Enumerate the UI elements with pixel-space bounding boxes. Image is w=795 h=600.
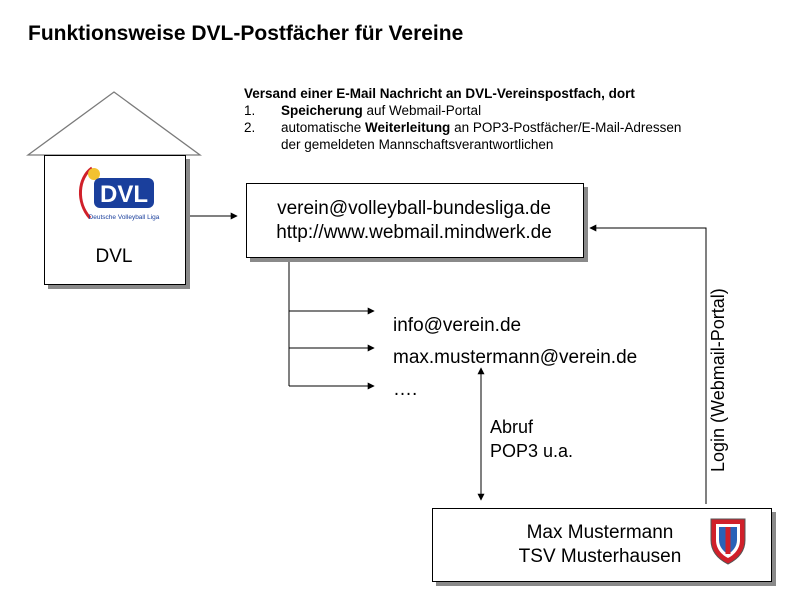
svg-text:Deutsche Volleyball Liga: Deutsche Volleyball Liga	[89, 214, 160, 221]
mailbox-item: info@verein.de	[393, 315, 522, 336]
abruf-line: Abruf	[490, 417, 534, 437]
abruf-line: POP3 u.a.	[490, 441, 574, 461]
house-roof	[26, 91, 202, 156]
item-number: 2.	[244, 120, 256, 135]
process-description: Versand einer E-Mail Nachricht an DVL-Ve…	[244, 85, 681, 153]
pop3-retrieval-label: Abruf POP3 u.a.	[490, 415, 573, 463]
item-text: auf Webmail-Portal	[362, 103, 482, 118]
item-lead-text: automatische	[281, 120, 366, 135]
server-info: verein@volleyball-bundesliga.de http://w…	[246, 197, 582, 245]
item-bold-text: Speicherung	[281, 103, 363, 118]
item-number: 1.	[244, 103, 256, 118]
club-crest-icon	[708, 516, 748, 566]
server-url: http://www.webmail.mindwerk.de	[276, 222, 552, 243]
mailbox-list: info@verein.de max.mustermann@verein.de …	[393, 310, 637, 406]
item-bold-text: Weiterleitung	[365, 120, 451, 135]
login-arrow	[589, 224, 707, 504]
item-text: an POP3-Postfächer/E-Mail-Adressen	[450, 120, 682, 135]
description-item-1: 1. Speicherung auf Webmail-Portal	[244, 102, 681, 119]
description-item-2: 2. automatische Weiterleitung an POP3-Po…	[244, 119, 681, 136]
user-info: Max Mustermann TSV Musterhausen	[432, 521, 768, 569]
mailbox-item: max.mustermann@verein.de	[393, 347, 638, 368]
dvl-logo: DVL Deutsche Volleyball Liga	[68, 162, 180, 224]
diagram-title: Funktionsweise DVL-Postfächer für Verein…	[28, 22, 464, 45]
dvl-server-box	[246, 183, 584, 258]
description-item-2-continuation: der gemeldeten Mannschaftsverantwortlich…	[281, 137, 554, 152]
dvl-house	[44, 155, 186, 285]
svg-text:DVL: DVL	[100, 181, 148, 208]
description-heading: Versand einer E-Mail Nachricht an DVL-Ve…	[244, 86, 635, 101]
login-label: Login (Webmail-Portal)	[708, 288, 728, 472]
server-email: verein@volleyball-bundesliga.de	[277, 198, 551, 219]
user-club: TSV Musterhausen	[518, 546, 682, 567]
user-name: Max Mustermann	[526, 522, 674, 543]
mailbox-item: ….	[393, 379, 418, 400]
dvl-label: DVL	[95, 246, 133, 267]
